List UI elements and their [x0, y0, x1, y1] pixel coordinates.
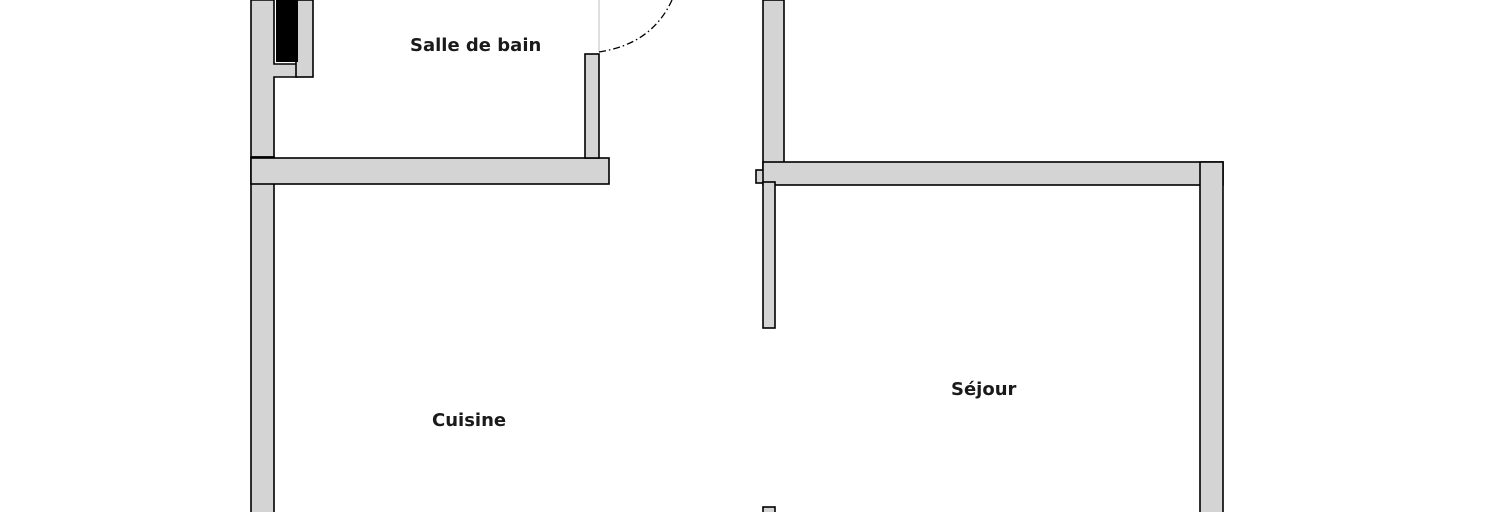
ventilation-duct	[276, 0, 298, 62]
bathroom-door	[598, 0, 673, 53]
partition-stub-upper	[762, 181, 776, 329]
exterior-wall-left	[250, 0, 314, 512]
room-label-kitchen: Cuisine	[432, 410, 506, 431]
central-wall-upper	[755, 0, 787, 184]
door-swing-arc	[598, 0, 673, 53]
room-label-living: Séjour	[951, 379, 1017, 400]
partition-stub-lower	[762, 506, 776, 512]
exterior-wall-right	[1199, 161, 1224, 512]
bathroom-wall	[250, 53, 610, 185]
room-label-bathroom: Salle de bain	[410, 35, 541, 56]
living-room-top-wall	[762, 161, 1224, 186]
